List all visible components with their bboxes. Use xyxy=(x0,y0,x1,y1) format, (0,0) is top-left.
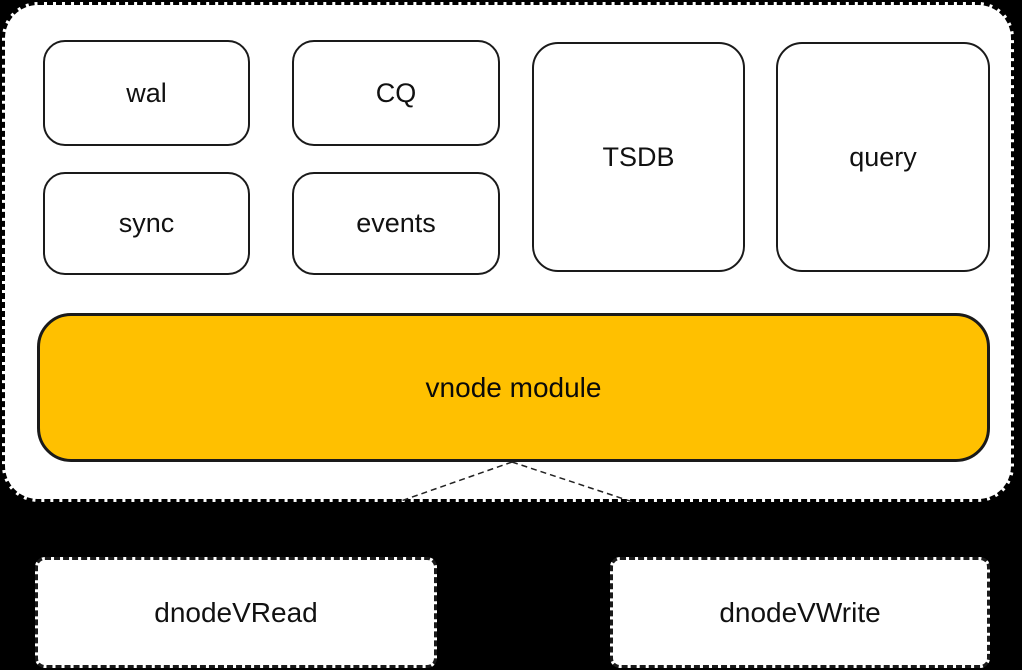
module-box-cq: CQ xyxy=(292,40,500,146)
module-label-sync: sync xyxy=(118,208,175,238)
module-label-tsdb: TSDB xyxy=(602,141,675,172)
module-label-events: events xyxy=(356,208,436,238)
dnode-vwrite-label: dnodeVWrite xyxy=(719,596,881,628)
dnode-vread-box: dnodeVRead xyxy=(35,557,437,668)
module-box-sync: sync xyxy=(43,172,250,275)
vnode-module-label: vnode module xyxy=(425,371,602,403)
vnode-module-bar: vnode module xyxy=(37,313,990,462)
module-label-query: query xyxy=(849,141,917,172)
module-box-events: events xyxy=(292,172,500,275)
dnode-vwrite-box: dnodeVWrite xyxy=(610,557,990,668)
module-label-cq: CQ xyxy=(375,77,417,108)
module-box-tsdb: TSDB xyxy=(532,42,745,272)
dnode-vread-label: dnodeVRead xyxy=(154,596,318,628)
module-box-wal: wal xyxy=(43,40,250,146)
module-box-query: query xyxy=(776,42,990,272)
module-label-wal: wal xyxy=(126,77,167,108)
